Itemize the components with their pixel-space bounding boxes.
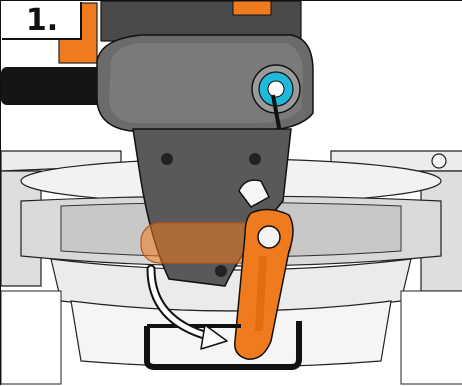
- screw-head-icon: [258, 226, 280, 248]
- step-badge: 1.: [2, 2, 82, 40]
- step-number: 1.: [2, 2, 82, 40]
